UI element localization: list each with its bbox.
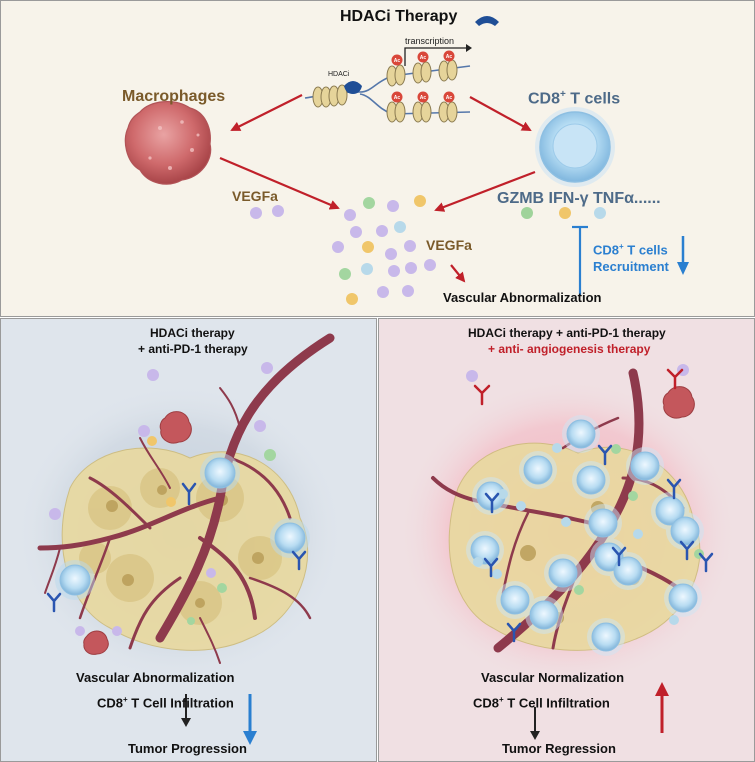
left-outcome-infiltration: CD8+ T Cell Infiltration (97, 695, 234, 711)
right-outcome-infiltration: CD8+ T Cell Infiltration (473, 695, 610, 711)
svg-text:HDACi: HDACi (328, 71, 350, 78)
cytokines-label: GZMB IFN-γ TNFα...... (497, 190, 661, 207)
svg-text:transcription: transcription (405, 36, 454, 46)
arrow-macrophage-to-vegfa (219, 156, 340, 210)
macrophage-icon (662, 386, 695, 419)
inhibition-symbol (572, 225, 588, 296)
svg-text:Ac: Ac (394, 58, 401, 64)
svg-text:Ac: Ac (420, 95, 427, 101)
svg-text:Ac: Ac (394, 95, 401, 101)
cd8-t-cells-label: CD8+ T cells (528, 89, 621, 108)
left-outcome-vascular: Vascular Abnormalization (76, 670, 235, 685)
antibody-icon (46, 482, 307, 613)
left-panel-title: HDACi therapy + anti-PD-1 therapy (138, 326, 248, 356)
right-outcome-vascular: Vascular Normalization (481, 670, 625, 685)
vegfa-particle-icon (250, 205, 284, 219)
cd8-recruitment-label: CD8+ T cells Recruitment (593, 242, 669, 275)
vegfa-label-left: VEGFa (232, 188, 278, 204)
secreted-factors-cluster (332, 195, 436, 305)
t-cell-icon (55, 453, 310, 600)
t-cell-icon (535, 107, 615, 187)
arrow-vegfa-to-abnormal (450, 264, 466, 283)
left-tumor-illustration (15, 333, 345, 745)
svg-text:Ac: Ac (446, 54, 453, 60)
vascular-abnormalization-label: Vascular Abnormalization (443, 290, 602, 305)
hdaci-inhibitor-icon (475, 16, 499, 26)
vegfa-label-right: VEGFa (426, 237, 472, 253)
arrow-to-macrophage (230, 94, 303, 131)
macrophage-icon (124, 101, 212, 185)
hdaci-on-chromatin-icon (344, 81, 362, 94)
increase-arrow-icon (655, 682, 669, 733)
svg-text:Ac: Ac (420, 55, 427, 61)
macrophages-label: Macrophages (122, 88, 226, 105)
right-outcome-regression: Tumor Regression (502, 741, 616, 756)
outcome-arrow-icon (530, 707, 540, 740)
right-tumor-illustration (398, 364, 738, 740)
arrow-tcell-to-cytokines (434, 170, 536, 212)
anti-angiogenesis-antibody-icon (473, 368, 684, 406)
antibody-icon (483, 444, 714, 643)
top-panel-hdaci-therapy (0, 0, 755, 317)
decrease-arrow-icon (243, 694, 257, 745)
left-outcome-progression: Tumor Progression (128, 741, 247, 756)
blood-vessel-icon (37, 333, 335, 664)
right-panel-title-line1: HDACi therapy + anti-PD-1 therapy (468, 326, 666, 340)
t-cell-icon (466, 415, 704, 656)
arrow-to-tcell (469, 96, 532, 131)
outcome-arrow-icon (181, 694, 191, 727)
macrophage-icon (83, 411, 192, 655)
page-title: HDACi Therapy (340, 8, 458, 25)
decrease-arrow-icon (677, 236, 689, 275)
right-panel-title-line2: + anti- angiogenesis therapy (488, 342, 651, 356)
svg-text:Ac: Ac (446, 95, 453, 101)
